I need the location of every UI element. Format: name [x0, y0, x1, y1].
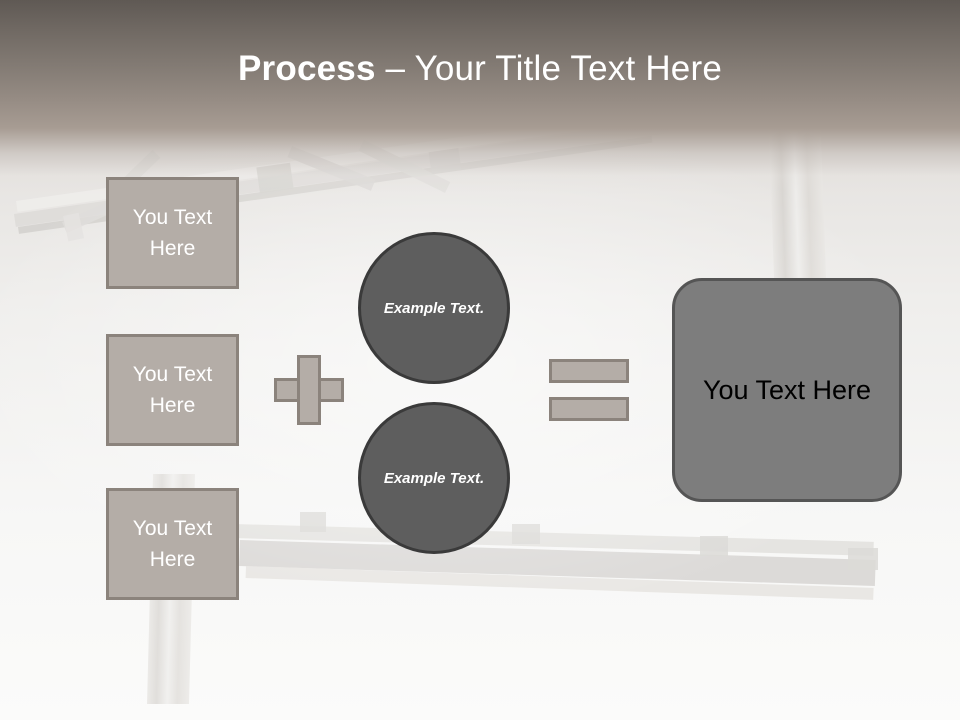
example-circle-2[interactable]: Example Text. [358, 402, 510, 554]
example-circle-2-label: Example Text. [383, 469, 485, 487]
plus-icon [274, 355, 344, 425]
example-circle-1-label: Example Text. [383, 299, 485, 317]
input-box-2[interactable]: You Text Here [106, 334, 239, 446]
equals-icon-bottom-bar [549, 397, 629, 421]
title-banner [0, 0, 960, 128]
input-box-2-label: You Text Here [132, 363, 213, 417]
input-box-1[interactable]: You Text Here [106, 177, 239, 289]
input-box-3[interactable]: You Text Here [106, 488, 239, 600]
page-title: Process – Your Title Text Here [0, 48, 960, 90]
example-circle-1[interactable]: Example Text. [358, 232, 510, 384]
input-box-3-label: You Text Here [132, 517, 213, 571]
page-title-bold: Process [238, 49, 376, 88]
input-box-1-label: You Text Here [132, 206, 213, 260]
equals-icon-top-bar [549, 359, 629, 383]
page-title-rest: – Your Title Text Here [375, 49, 722, 88]
result-box[interactable]: You Text Here [672, 278, 902, 502]
result-box-label: You Text Here [702, 374, 872, 405]
equals-icon [549, 359, 629, 421]
plus-icon-center-fill [300, 381, 318, 399]
